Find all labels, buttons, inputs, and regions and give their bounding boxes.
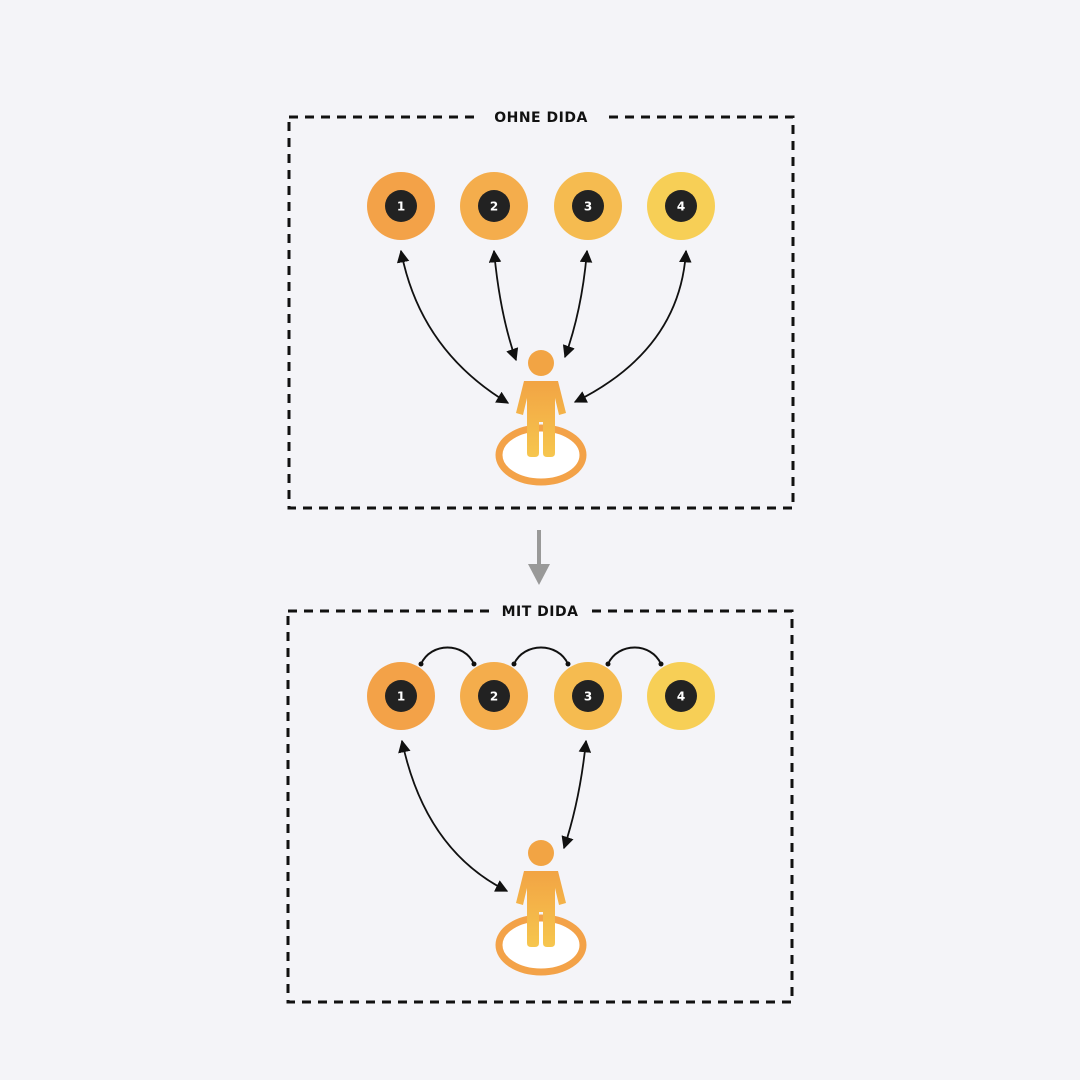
node-4: 4 (647, 662, 715, 730)
node-1: 1 (367, 662, 435, 730)
panel-title-backdrop (478, 104, 604, 130)
node-inner-circle (385, 190, 417, 222)
peer-link-3-4 (607, 646, 662, 665)
panel-title: OHNE DIDA (494, 110, 588, 126)
person-link-1 (396, 249, 510, 404)
node-layer: 1 2 3 4 (367, 662, 715, 730)
person-link-4 (573, 249, 692, 403)
panel-without: OHNE DIDA 1 2 3 4 (287, 104, 795, 510)
arrow-down-icon (528, 530, 550, 585)
panel-with: MIT DIDA 1 2 3 4 (286, 598, 794, 1004)
peer-link-1-2 (420, 646, 475, 665)
pedestal (495, 914, 587, 976)
peer-link-end (418, 661, 424, 667)
person-body (516, 381, 566, 457)
node-inner-circle (572, 190, 604, 222)
node-label: 3 (584, 690, 592, 704)
link-layer (398, 646, 664, 892)
node-1: 1 (367, 172, 435, 240)
person-layer (495, 840, 587, 976)
node-2: 2 (460, 662, 528, 730)
panel-title: MIT DIDA (502, 604, 579, 620)
node-4: 4 (647, 172, 715, 240)
panel-title-backdrop (490, 598, 590, 624)
node-2: 2 (460, 172, 528, 240)
person-icon (516, 840, 566, 947)
node-label: 2 (490, 200, 498, 214)
person-layer (495, 350, 587, 486)
peer-link-end (565, 661, 571, 667)
node-label: 4 (677, 690, 685, 704)
node-label: 1 (397, 690, 405, 704)
pedestal-ring (495, 424, 587, 486)
person-head (528, 840, 554, 866)
pedestal (495, 424, 587, 486)
person-head (528, 350, 554, 376)
person-link-2 (488, 249, 519, 362)
link-layer (396, 249, 692, 404)
peer-link-end (658, 661, 664, 667)
node-inner-circle (385, 680, 417, 712)
node-layer: 1 2 3 4 (367, 172, 715, 240)
node-label: 3 (584, 200, 592, 214)
node-inner-circle (665, 190, 697, 222)
peer-link-end (605, 661, 611, 667)
node-label: 4 (677, 200, 685, 214)
person-link-1 (398, 739, 509, 892)
node-3: 3 (554, 662, 622, 730)
node-inner-circle (478, 190, 510, 222)
peer-link-end (511, 661, 517, 667)
peer-link-end (471, 661, 477, 667)
node-inner-circle (665, 680, 697, 712)
node-label: 1 (397, 200, 405, 214)
person-link-3 (561, 739, 592, 850)
node-inner-circle (572, 680, 604, 712)
person-icon (516, 350, 566, 457)
node-3: 3 (554, 172, 622, 240)
person-link-3 (562, 249, 593, 359)
node-label: 2 (490, 690, 498, 704)
node-inner-circle (478, 680, 510, 712)
pedestal-ring (495, 914, 587, 976)
person-body (516, 871, 566, 947)
peer-link-2-3 (513, 646, 569, 665)
